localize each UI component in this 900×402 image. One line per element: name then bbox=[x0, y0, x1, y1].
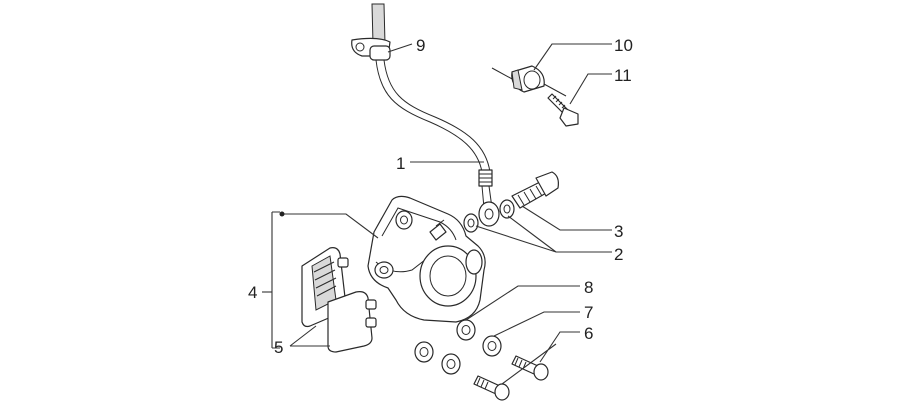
leader-10 bbox=[533, 43, 612, 71]
washer-7b bbox=[482, 335, 502, 357]
leader-2 bbox=[475, 215, 612, 253]
brake-pads bbox=[301, 247, 377, 353]
pad-front-tab-bottom bbox=[365, 317, 377, 328]
callout-2: 2 bbox=[614, 245, 623, 264]
callout-3: 3 bbox=[614, 222, 623, 241]
callout-5: 5 bbox=[274, 338, 283, 357]
brake-hose-assembly bbox=[351, 3, 500, 227]
sealing-washers bbox=[463, 199, 515, 233]
washer-7b-hole bbox=[487, 341, 497, 351]
pad-rear-tab bbox=[337, 257, 349, 268]
clamp-axis-line-2 bbox=[543, 83, 567, 97]
piston-bore bbox=[429, 255, 467, 297]
washer-left bbox=[463, 213, 479, 233]
caliper-piston-housing bbox=[419, 245, 477, 307]
callout-1: 1 bbox=[396, 154, 405, 173]
washer-left-hole bbox=[467, 218, 475, 228]
caliper-mount-upper bbox=[395, 210, 413, 230]
washer-right-hole bbox=[503, 204, 511, 214]
mount-upper-hole bbox=[400, 215, 408, 225]
pad-front-tab-top bbox=[365, 299, 377, 310]
callout-7: 7 bbox=[584, 303, 593, 322]
leader-8 bbox=[465, 285, 580, 321]
caliper-mount-lower bbox=[374, 261, 394, 279]
hose-grommet bbox=[369, 45, 391, 61]
bolt-6b-thread bbox=[476, 377, 489, 390]
washer-8 bbox=[456, 319, 476, 341]
mount-lower-hole bbox=[379, 266, 389, 274]
washer-7a bbox=[414, 341, 434, 363]
clamp-ring bbox=[523, 70, 541, 90]
callout-10: 10 bbox=[614, 36, 633, 55]
washer-7a-hole bbox=[419, 347, 429, 357]
callout-labels: 9 10 11 1 3 2 4 5 8 7 6 bbox=[248, 36, 633, 357]
banjo-bolt bbox=[511, 171, 559, 209]
callout-8: 8 bbox=[584, 278, 593, 297]
caliper-upper-edge bbox=[381, 207, 457, 241]
bolt-6b-head bbox=[494, 383, 510, 401]
bolt-head bbox=[535, 171, 559, 197]
hose-line-a bbox=[375, 59, 483, 173]
brake-caliper bbox=[367, 195, 486, 323]
clamp-axis-line bbox=[491, 67, 515, 81]
hose-clamp bbox=[491, 65, 567, 97]
leader-4-bracket bbox=[271, 211, 280, 349]
pad-rear-hatch bbox=[313, 261, 337, 297]
callout-6: 6 bbox=[584, 324, 593, 343]
leader-4 bbox=[282, 213, 379, 239]
fitting-knurl bbox=[479, 173, 492, 183]
leader-4-dot bbox=[279, 211, 285, 217]
leader-5 bbox=[289, 325, 330, 347]
leader-11 bbox=[569, 73, 612, 105]
bleed-nipple bbox=[429, 223, 447, 241]
leader-9 bbox=[387, 43, 413, 53]
leader-7 bbox=[493, 311, 580, 337]
banjo-hole bbox=[484, 208, 494, 220]
caliper-washers bbox=[414, 319, 502, 375]
washer-7c-hole bbox=[446, 359, 456, 369]
callout-11: 11 bbox=[614, 66, 632, 85]
clamp-screw bbox=[547, 93, 579, 127]
leader-lines bbox=[262, 43, 612, 385]
lower-banjo bbox=[478, 201, 500, 227]
leader-6 bbox=[501, 331, 580, 385]
bracket-hole bbox=[355, 42, 365, 52]
hose-line-b bbox=[383, 59, 491, 173]
callout-4: 4 bbox=[248, 283, 257, 302]
bolt-thread bbox=[517, 185, 543, 206]
washer-8-hole bbox=[461, 325, 471, 335]
nipple-tip bbox=[435, 219, 445, 227]
callout-9: 9 bbox=[416, 36, 425, 55]
washer-7c bbox=[441, 353, 461, 375]
bolt-6a-head bbox=[533, 363, 549, 381]
washer-right bbox=[499, 199, 515, 219]
clamp-tab bbox=[511, 69, 523, 91]
leader-3 bbox=[521, 205, 612, 231]
pad-front bbox=[327, 291, 373, 353]
screw-thread bbox=[552, 95, 566, 109]
screw-head bbox=[559, 107, 579, 127]
caliper-side-boss bbox=[465, 249, 483, 275]
caliper-bolts bbox=[473, 355, 549, 401]
